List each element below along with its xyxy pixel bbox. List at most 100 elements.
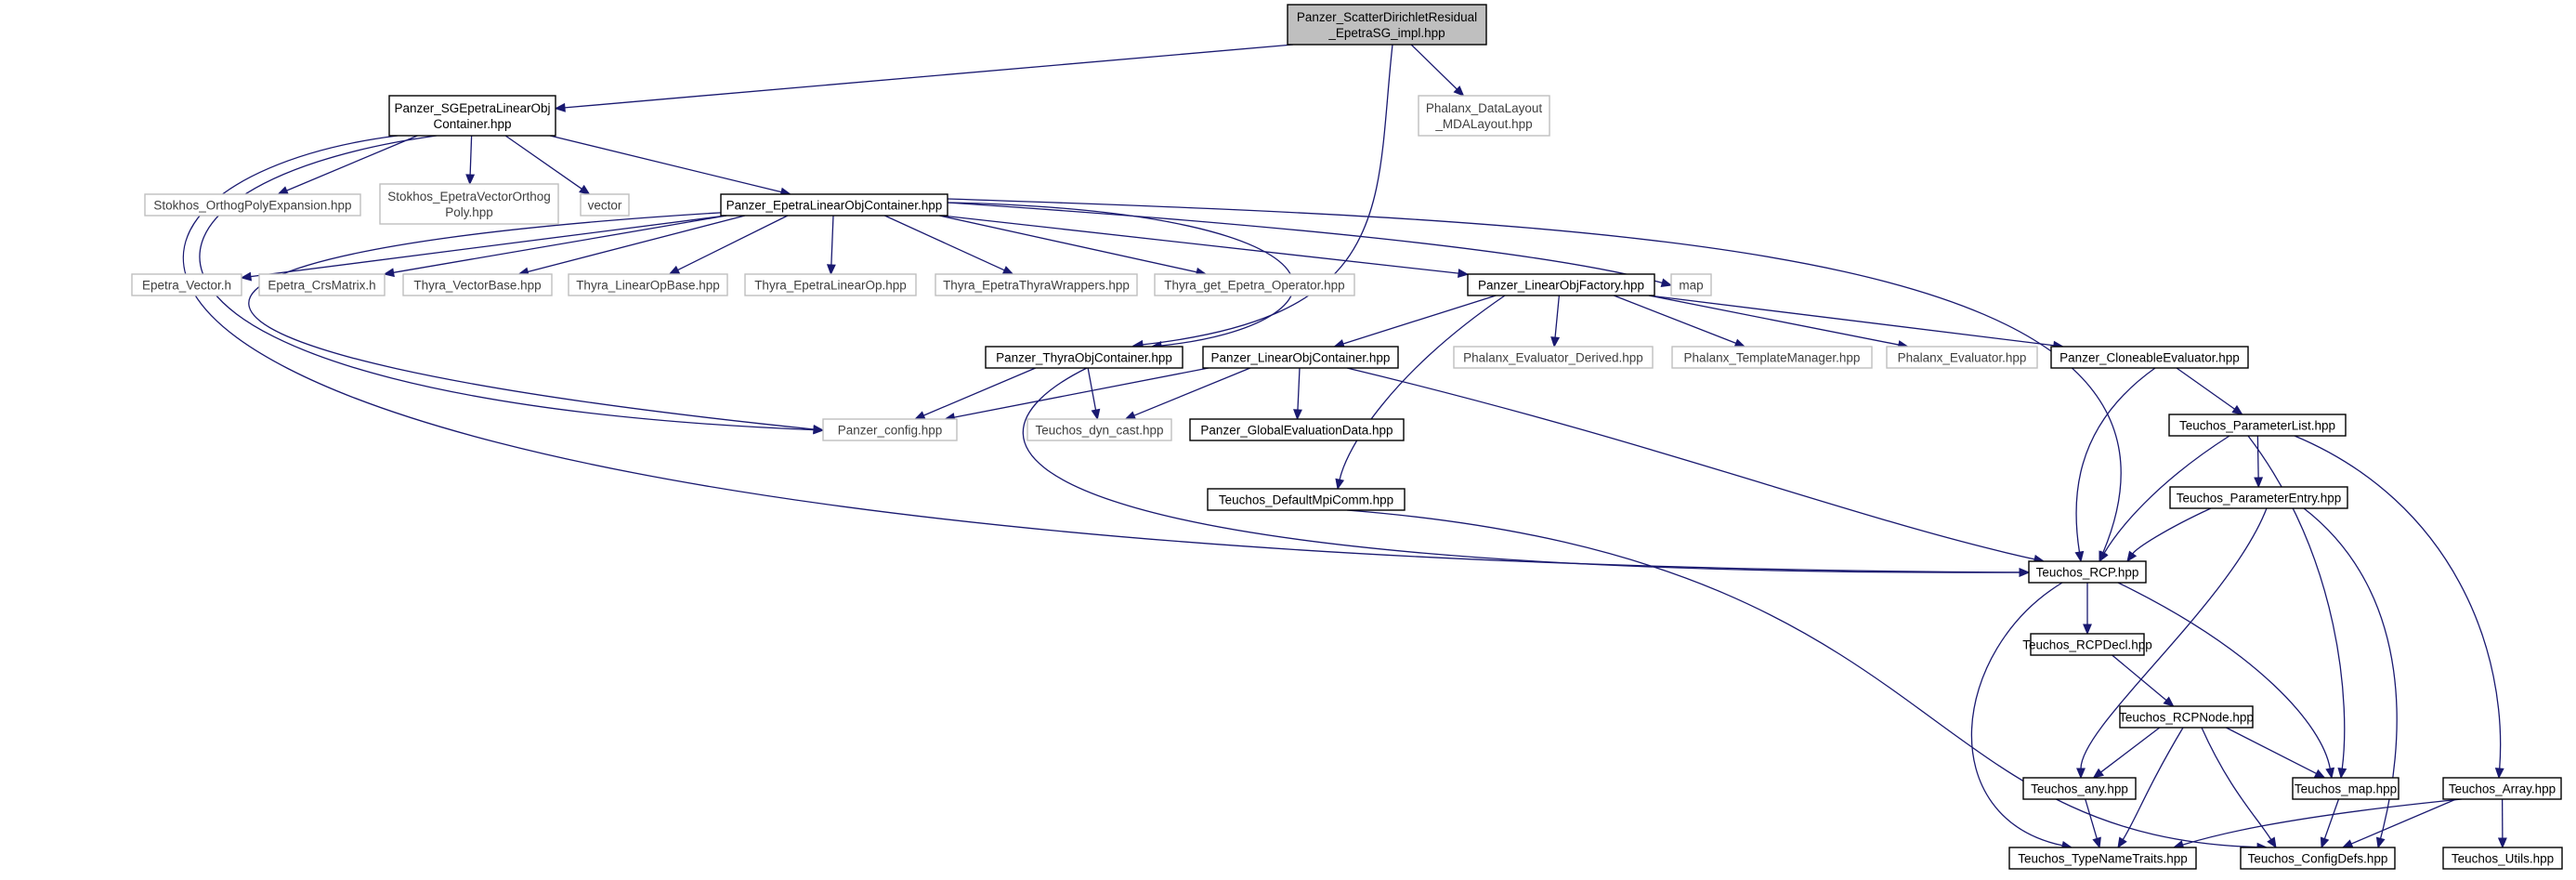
edge-plist-to-pentry — [2254, 435, 2264, 489]
node-utils-label: Teuchos_Utils.hpp — [2452, 852, 2554, 866]
edge-sgelo-to-stk_evo — [465, 135, 476, 186]
node-ce-label: Panzer_CloneableEvaluator.hpp — [2059, 351, 2240, 365]
node-toc[interactable]: Panzer_ThyraObjContainer.hpp — [985, 346, 1183, 369]
edge-elo-to-rcp — [947, 198, 2122, 563]
node-plist-label: Teuchos_ParameterList.hpp — [2179, 419, 2335, 433]
node-th_lob: Thyra_LinearOpBase.hpp — [568, 273, 728, 296]
node-phx_ev: Phalanx_Evaluator.hpp — [1886, 346, 2038, 369]
edge-loc-to-rcp — [1346, 367, 2046, 564]
node-rcp-label: Teuchos_RCP.hpp — [2036, 566, 2139, 580]
edge-plist-to-rcp — [2099, 435, 2230, 563]
edge-loc-to-dyn — [1124, 367, 1251, 420]
node-ep_crs-label: Epetra_CrsMatrix.h — [268, 279, 375, 293]
node-th_vb: Thyra_VectorBase.hpp — [402, 273, 553, 296]
edge-rcp-to-rcpdecl — [2083, 583, 2092, 636]
node-elo[interactable]: Panzer_EpetraLinearObjContainer.hpp — [720, 193, 948, 217]
node-phx_ed: Phalanx_Evaluator_Derived.hpp — [1453, 346, 1654, 369]
node-tmap-box — [2292, 777, 2399, 800]
edge-rcpnode-to-any — [2092, 727, 2161, 779]
node-rcpdecl-box — [2030, 633, 2145, 656]
node-cdefs-box — [2240, 847, 2396, 870]
node-plist[interactable]: Teuchos_ParameterList.hpp — [2168, 414, 2347, 437]
node-phx_dl: Phalanx_DataLayout_MDALayout.hpp — [1418, 95, 1550, 137]
node-stk_ope-label: Stokhos_OrthogPolyExpansion.hpp — [153, 199, 351, 213]
edge-elo-to-th_elo — [826, 215, 836, 276]
node-phx_dl-label: Phalanx_DataLayout_MDALayout.hpp — [1426, 101, 1543, 131]
node-tnt[interactable]: Teuchos_TypeNameTraits.hpp — [2008, 847, 2197, 870]
node-tmap-label: Teuchos_map.hpp — [2295, 782, 2397, 796]
node-root-box — [1287, 4, 1487, 46]
node-th_elo: Thyra_EpetraLinearOp.hpp — [744, 273, 917, 296]
node-phx_tm: Phalanx_TemplateManager.hpp — [1671, 346, 1873, 369]
node-stk_ope-box — [144, 193, 361, 217]
node-dmc[interactable]: Teuchos_DefaultMpiComm.hpp — [1207, 488, 1406, 511]
node-th_vb-label: Thyra_VectorBase.hpp — [413, 279, 541, 293]
node-rcpdecl[interactable]: Teuchos_RCPDecl.hpp — [2022, 633, 2152, 656]
node-pcfg-label: Panzer_config.hpp — [838, 424, 943, 438]
edge-tarr-to-tnt — [2172, 798, 2463, 849]
edge-loc-to-ged — [1293, 367, 1302, 421]
node-dmc-box — [1207, 488, 1406, 511]
edge-lof-to-loc — [1333, 295, 1497, 348]
node-pentry[interactable]: Teuchos_ParameterEntry.hpp — [2169, 486, 2348, 509]
node-tarr[interactable]: Teuchos_Array.hpp — [2442, 777, 2562, 800]
node-th_lob-box — [568, 273, 728, 296]
edge-ce-to-plist — [2176, 367, 2243, 415]
edge-plist-to-tmap — [2247, 435, 2347, 780]
edge-pentry-to-any — [2076, 507, 2268, 780]
edge-rcpnode-to-cdefs — [2201, 727, 2277, 849]
node-phx_ed-label: Phalanx_Evaluator_Derived.hpp — [1463, 351, 1643, 365]
node-ged-label: Panzer_GlobalEvaluationData.hpp — [1200, 424, 1393, 438]
node-tarr-box — [2442, 777, 2562, 800]
edge-pentry-to-rcp — [2126, 507, 2212, 563]
node-loc[interactable]: Panzer_LinearObjContainer.hpp — [1202, 346, 1399, 369]
node-elo-label: Panzer_EpetraLinearObjContainer.hpp — [726, 199, 943, 213]
node-ce[interactable]: Panzer_CloneableEvaluator.hpp — [2050, 346, 2249, 369]
edge-elo-to-lof — [941, 215, 1470, 279]
edge-tmap-to-cdefs — [2320, 798, 2340, 849]
node-elo-box — [720, 193, 948, 217]
node-phx_tm-box — [1671, 346, 1873, 369]
node-stk_evo-box — [379, 183, 559, 225]
node-any-box — [2022, 777, 2137, 800]
node-phx_ed-box — [1453, 346, 1654, 369]
node-any[interactable]: Teuchos_any.hpp — [2022, 777, 2137, 800]
node-dmc-label: Teuchos_DefaultMpiComm.hpp — [1219, 493, 1393, 507]
nodes-layer: Panzer_ScatterDirichletResidual_EpetraSG… — [131, 4, 2563, 870]
edge-elo-to-ep_vec — [240, 215, 727, 282]
edge-toc-to-rcp — [1022, 367, 2031, 577]
node-root[interactable]: Panzer_ScatterDirichletResidual_EpetraSG… — [1287, 4, 1487, 46]
node-map_ext-box — [1670, 273, 1712, 296]
node-rcpnode[interactable]: Teuchos_RCPNode.hpp — [2119, 705, 2254, 729]
edge-rcp-to-tnt — [1970, 582, 2073, 850]
edge-elo-to-th_lob — [668, 215, 789, 275]
node-sgelo-box — [388, 95, 556, 137]
node-th_vb-box — [402, 273, 553, 296]
node-th_elo-label: Thyra_EpetraLinearOp.hpp — [754, 279, 907, 293]
edge-root-to-sgelo — [554, 44, 1294, 112]
node-vector: vector — [580, 193, 630, 217]
edge-sgelo-to-stk_ope — [277, 135, 418, 195]
node-utils[interactable]: Teuchos_Utils.hpp — [2442, 847, 2563, 870]
node-dyn: Teuchos_dyn_cast.hpp — [1026, 418, 1172, 441]
node-ged[interactable]: Panzer_GlobalEvaluationData.hpp — [1189, 418, 1405, 441]
edges-layer — [182, 44, 2507, 852]
node-tnt-label: Teuchos_TypeNameTraits.hpp — [2018, 852, 2188, 866]
node-vector-box — [580, 193, 630, 217]
node-th_etw: Thyra_EpetraThyraWrappers.hpp — [935, 273, 1138, 296]
edge-loc-to-pcfg — [944, 367, 1210, 422]
node-rcp-box — [2028, 560, 2147, 584]
node-rcpdecl-label: Teuchos_RCPDecl.hpp — [2022, 638, 2152, 652]
node-lof[interactable]: Panzer_LinearObjFactory.hpp — [1467, 273, 1655, 296]
node-tmap[interactable]: Teuchos_map.hpp — [2292, 777, 2399, 800]
node-phx_ev-label: Phalanx_Evaluator.hpp — [1898, 351, 2027, 365]
edge-toc-to-pcfg — [913, 367, 1037, 420]
edge-lof-to-dmc — [1335, 295, 1506, 491]
node-phx_dl-box — [1418, 95, 1550, 137]
node-cdefs[interactable]: Teuchos_ConfigDefs.hpp — [2240, 847, 2396, 870]
node-rcp[interactable]: Teuchos_RCP.hpp — [2028, 560, 2147, 584]
node-toc-label: Panzer_ThyraObjContainer.hpp — [996, 351, 1172, 365]
